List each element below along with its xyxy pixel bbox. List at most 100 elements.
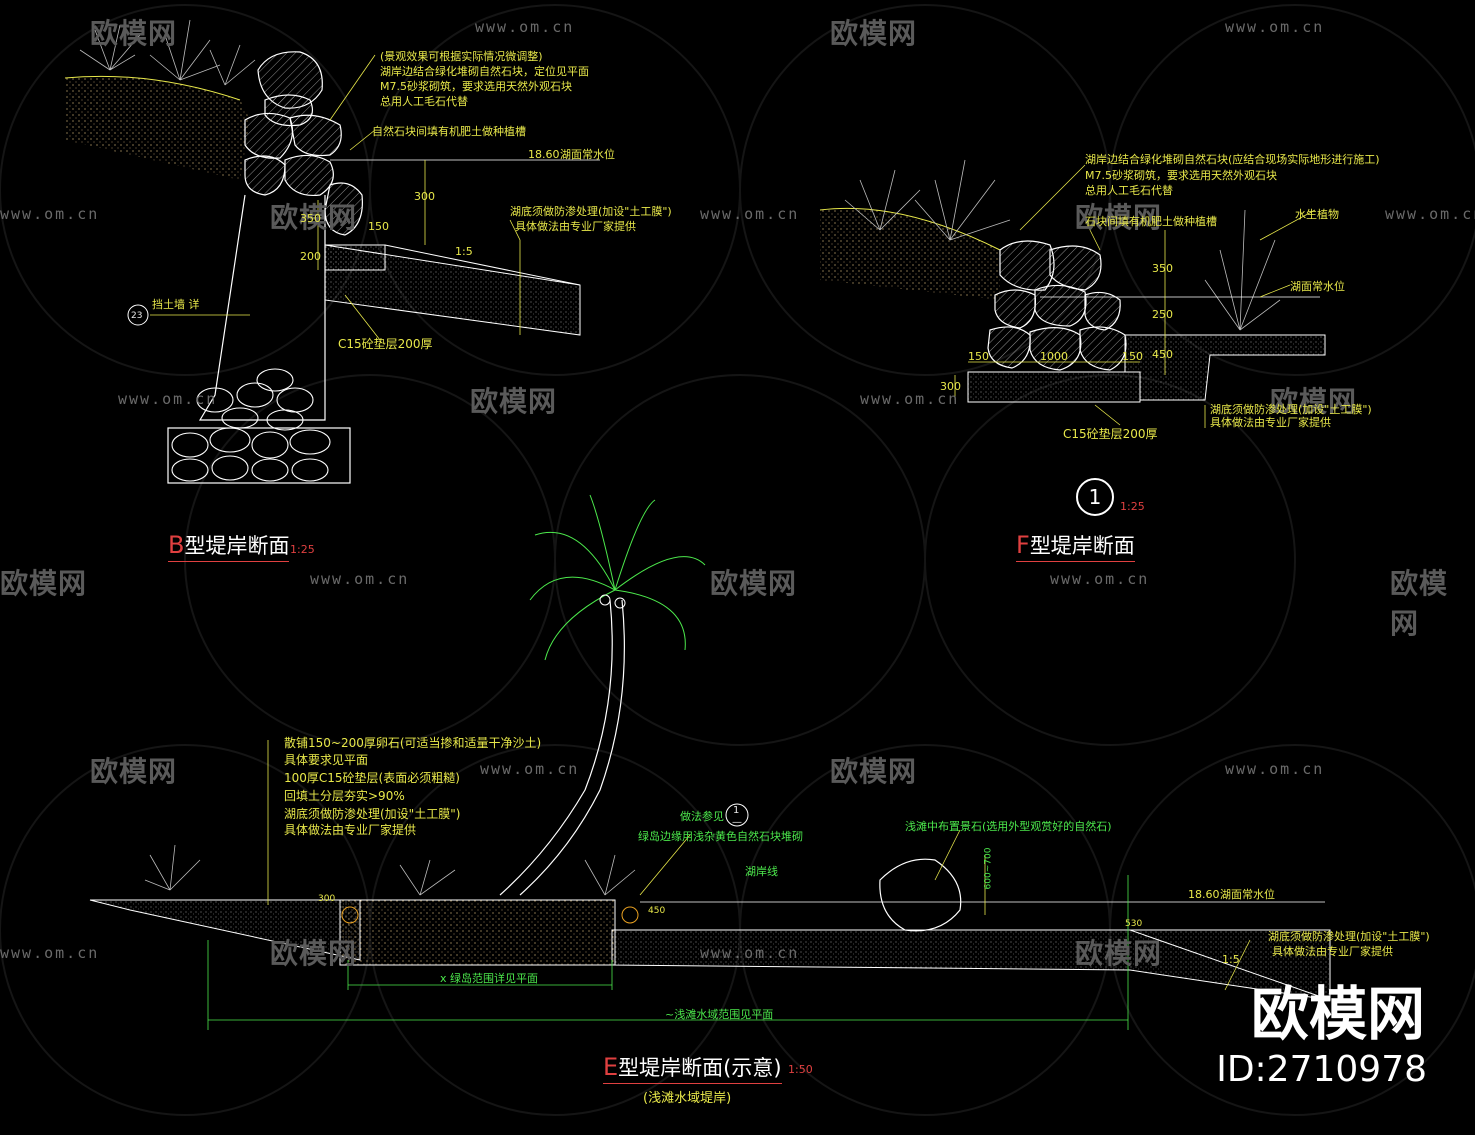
watermark-logo: 欧模网 xyxy=(470,385,558,418)
section-e-ref-number: 1 xyxy=(733,805,740,816)
section-e-dim-3: 530 xyxy=(1125,919,1143,929)
section-f-title-text: 型堤岸断面 xyxy=(1029,534,1135,558)
section-f-dim-3: 450 xyxy=(1152,348,1173,361)
section-f-dim-6: 150 xyxy=(1122,350,1143,363)
section-e-dim-shallow: ~浅滩水域范围见平面 xyxy=(665,1008,774,1021)
section-e-dim-island: x 绿岛范围详见平面 xyxy=(440,972,539,985)
section-e-seepage-1: 湖底须做防渗处理(加设"土工膜") xyxy=(1268,930,1430,943)
watermark-url: www.om.cn xyxy=(1225,760,1325,778)
section-e-boulder-dim: 600~700 xyxy=(983,847,994,890)
section-e-water-value: 18.60 xyxy=(1188,888,1220,901)
section-f-dim-5: 1000 xyxy=(1040,350,1068,363)
section-f-note-2: M7.5砂浆砌筑，要求选用天然外观石块 xyxy=(1085,169,1277,182)
watermark-url: www.om.cn xyxy=(118,390,218,408)
section-b-retaining-label: 挡土墙 详 xyxy=(152,298,200,311)
section-b-note-4: 总用人工毛石代替 xyxy=(380,95,468,108)
watermark-url: www.om.cn xyxy=(700,944,800,962)
section-e-layer-2: 具体要求见平面 xyxy=(284,753,369,767)
section-b-title-text: 型堤岸断面 xyxy=(184,534,290,558)
section-e-boulder-note: 浅滩中布置景石(选用外型观赏好的自然石) xyxy=(905,820,1112,833)
watermark-logo: 欧模网 xyxy=(90,755,178,788)
section-f-detail-scale: 1:25 xyxy=(1120,500,1145,513)
watermark-url: www.om.cn xyxy=(475,18,575,36)
section-e-title: E型堤岸断面(示意) xyxy=(603,1052,782,1084)
section-f-note-1: 湖岸边结合绿化堆砌自然石块(应结合现场实际地形进行施工) xyxy=(1085,153,1380,166)
watermark-url: www.om.cn xyxy=(700,205,800,223)
section-b-dim-1: 300 xyxy=(414,190,435,203)
section-e-subtitle: (浅滩水域堤岸) xyxy=(643,1091,732,1106)
section-f-dim-2: 250 xyxy=(1152,308,1173,321)
section-f-dim-1: 350 xyxy=(1152,262,1173,275)
watermark-url: www.om.cn xyxy=(310,570,410,588)
section-e-dim-2: 450 xyxy=(648,906,666,916)
section-b-note-2: 湖岸边结合绿化堆砌自然石块，定位见平面 xyxy=(380,65,589,78)
brand-id: ID:2710978 xyxy=(1216,1049,1427,1090)
section-e-drawing xyxy=(89,494,1331,1030)
section-b-c15: C15砼垫层200厚 xyxy=(338,337,433,351)
watermark-logo: 欧模网 xyxy=(0,567,88,600)
section-f-drawing xyxy=(819,159,1326,428)
section-e-shore-line: 湖岸线 xyxy=(745,865,778,878)
watermark-logo: 欧模网 xyxy=(830,17,918,50)
section-b-scale: 1:25 xyxy=(290,543,315,556)
section-e-layer-4: 回填土分层夯实>90% xyxy=(284,789,405,803)
watermark-logo: 欧模网 xyxy=(1075,201,1163,234)
section-b-note-1: (景观效果可根据实际情况微调整) xyxy=(380,50,543,63)
section-b-detail-ref: 23 xyxy=(131,311,143,321)
section-e-layer-1: 散铺150~200厚卵石(可适当掺和适量干净沙土) xyxy=(284,736,542,750)
section-e-seepage-2: 具体做法由专业厂家提供 xyxy=(1272,945,1393,958)
section-b-drawing xyxy=(64,19,600,484)
section-e-island-note: 绿岛边缘用浅杂黄色自然石块堆砌 xyxy=(638,830,803,843)
watermark-logo: 欧模网 xyxy=(1390,567,1449,640)
section-e-slope: 1:5 xyxy=(1222,953,1240,966)
section-e-title-letter: E xyxy=(603,1053,619,1081)
section-b-note-3: M7.5砂浆砌筑，要求选用天然外观石块 xyxy=(380,80,572,93)
section-f-seepage-2: 具体做法由专业厂家提供 xyxy=(1210,416,1331,429)
section-e-layer-5: 湖底须做防渗处理(加设"土工膜") xyxy=(284,807,461,821)
watermark-logo: 欧模网 xyxy=(270,937,358,970)
watermark-logo: 欧模网 xyxy=(830,755,918,788)
watermark-logo: 欧模网 xyxy=(90,17,178,50)
section-f-dim-7: 300 xyxy=(940,380,961,393)
section-f-seepage-1: 湖底须做防渗处理(加设"土工膜") xyxy=(1210,403,1372,416)
section-e-ref-sheet: — xyxy=(732,817,742,828)
watermark-logo: 欧模网 xyxy=(270,201,358,234)
section-f-c15: C15砼垫层200厚 xyxy=(1063,427,1158,441)
section-b-water-label: 湖面常水位 xyxy=(560,148,615,161)
section-f-note-4: 石块间填有机肥土做种植槽 xyxy=(1085,215,1217,228)
section-e-dim-1: 300 xyxy=(318,894,336,904)
brand-logo-text: 欧模网 xyxy=(1250,980,1425,1048)
watermark-url: www.om.cn xyxy=(1385,205,1475,223)
section-e-layer-6: 具体做法由专业厂家提供 xyxy=(284,823,417,837)
section-e-layer-3: 100厚C15砼垫层(表面必须粗糙) xyxy=(284,771,460,785)
section-f-title-letter: F xyxy=(1016,531,1030,559)
section-e-water-label: 湖面常水位 xyxy=(1220,888,1275,901)
section-f-water-label: 湖面常水位 xyxy=(1290,280,1345,293)
section-f-title: F型堤岸断面 xyxy=(1016,530,1135,562)
section-b-slope: 1:5 xyxy=(455,245,473,258)
watermark-logo: 欧模网 xyxy=(1075,937,1163,970)
watermark-logo: 欧模网 xyxy=(710,567,798,600)
section-f-dim-4: 150 xyxy=(968,350,989,363)
watermark-url: www.om.cn xyxy=(0,205,100,223)
watermark-url: www.om.cn xyxy=(1225,18,1325,36)
section-b-seepage-2: 具体做法由专业厂家提供 xyxy=(515,220,636,233)
section-b-title-letter: B xyxy=(168,531,185,559)
section-b-seepage-1: 湖底须做防渗处理(加设"土工膜") xyxy=(510,205,672,218)
section-f-plant-label: 水生植物 xyxy=(1295,208,1339,221)
section-b-dim-4: 200 xyxy=(300,250,321,263)
watermark-url: www.om.cn xyxy=(0,944,100,962)
section-e-scale: 1:50 xyxy=(788,1063,813,1076)
section-b-water-value: 18.60 xyxy=(528,148,560,161)
section-b-title: B型堤岸断面 xyxy=(168,530,290,562)
section-b-dim-3: 150 xyxy=(368,220,389,233)
section-f-detail-circle: 1 xyxy=(1076,478,1114,516)
section-b-dim-2: 350 xyxy=(300,212,321,225)
watermark-url: www.om.cn xyxy=(860,390,960,408)
watermark-url: www.om.cn xyxy=(1050,570,1150,588)
section-b-note-5: 自然石块间填有机肥土做种植槽 xyxy=(372,125,526,138)
section-e-ref-label: 做法参见 xyxy=(680,810,724,823)
section-f-note-3: 总用人工毛石代替 xyxy=(1085,184,1173,197)
section-e-title-text: 型堤岸断面(示意) xyxy=(618,1056,782,1080)
